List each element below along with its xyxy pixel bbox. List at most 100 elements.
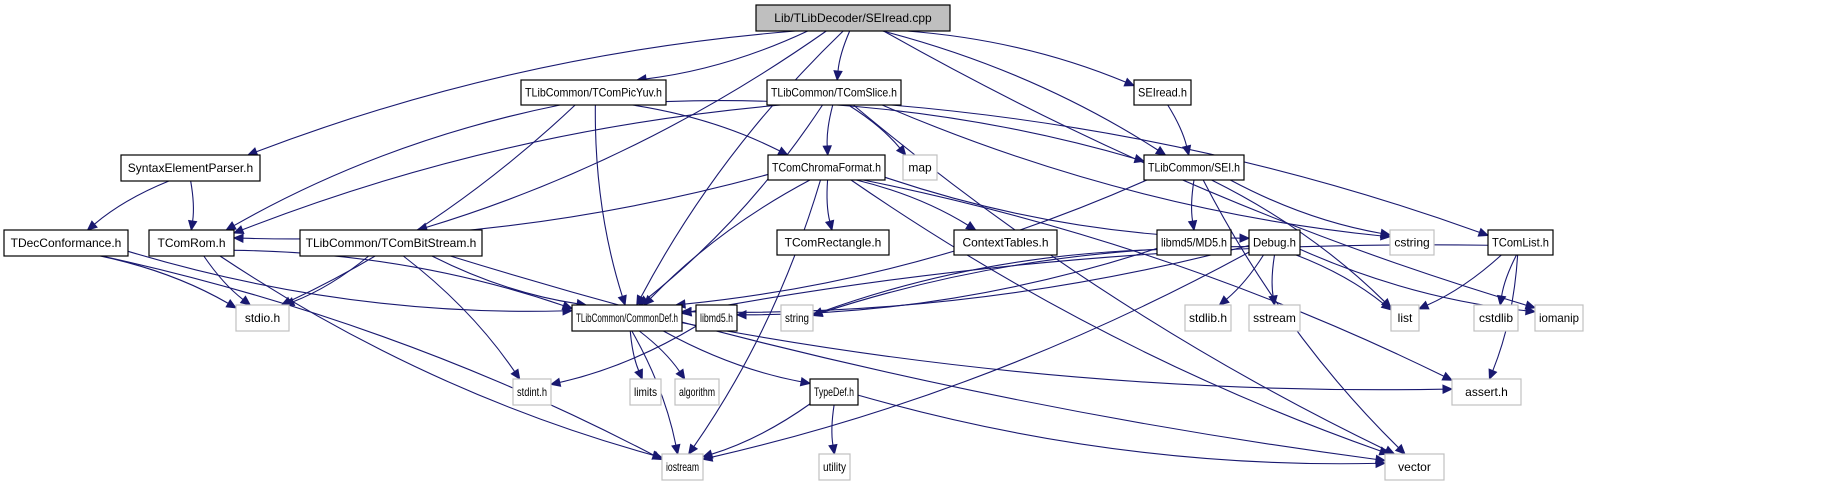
edge-picyuv-to-commondef (594, 104, 623, 297)
node-typedef[interactable]: TypeDef.h (809, 378, 859, 406)
arrowhead-icon (671, 443, 681, 456)
arrowhead-icon (1477, 227, 1490, 237)
edge-typedef-to-vector (857, 394, 1377, 465)
edge-root-to-commondef (640, 30, 844, 298)
node-seireadh[interactable]: SEIread.h (1133, 79, 1192, 106)
node-label: iomanip (1539, 311, 1579, 325)
edge-rom-to-commondef (233, 249, 564, 307)
arrowhead-icon (1181, 144, 1192, 157)
node-libmd5[interactable]: libmd5.h (695, 304, 738, 332)
node-rom[interactable]: TComRom.h (148, 229, 235, 257)
node-picyuv[interactable]: TLibCommon/TComPicYuv.h (520, 79, 667, 106)
node-box[interactable] (766, 79, 902, 106)
node-commondef[interactable]: TLibCommon/CommonDef.h (571, 304, 683, 332)
node-stdint: stdint.h (512, 378, 552, 406)
edge-sep-to-rom (190, 180, 194, 222)
node-label: SEIread.h (1138, 86, 1187, 100)
node-label: TComRom.h (157, 236, 225, 250)
edge-root-to-slice (837, 30, 851, 72)
arrowhead-icon (1496, 294, 1507, 307)
arrowhead-icon (1380, 300, 1392, 311)
edge-chroma-to-assert (863, 179, 1445, 377)
edge-root-to-seireadh (906, 30, 1126, 83)
arrowhead-icon (895, 144, 907, 156)
node-box[interactable] (1156, 229, 1232, 256)
arrowhead-icon (1239, 233, 1251, 243)
node-label: libmd5/MD5.h (1161, 236, 1227, 250)
arrowhead-icon (965, 220, 977, 231)
node-label: cstring (1394, 236, 1429, 250)
edge-commondef-to-assert (681, 322, 1444, 391)
node-box[interactable] (1133, 79, 1192, 106)
node-label: algorithm (679, 385, 715, 399)
node-box (1451, 378, 1522, 406)
node-label: stdlib.h (1189, 311, 1227, 325)
edge-rom-to-iostream (219, 255, 654, 456)
arrowhead-icon (561, 300, 574, 310)
arrowhead-icon (1154, 145, 1167, 156)
node-sei[interactable]: TLibCommon/SEI.h (1143, 154, 1245, 181)
node-box[interactable] (120, 154, 261, 182)
arrowhead-icon (1394, 443, 1406, 455)
node-box (674, 378, 720, 406)
arrowhead-icon (232, 233, 244, 243)
node-box[interactable] (1487, 229, 1554, 256)
node-box[interactable] (148, 229, 235, 257)
node-ctx[interactable]: ContextTables.h (953, 229, 1058, 256)
node-chroma[interactable]: TComChromaFormat.h (767, 154, 886, 181)
node-assert: assert.h (1451, 378, 1522, 406)
node-box[interactable] (520, 79, 667, 106)
arrowhead-icon (86, 220, 98, 231)
node-box[interactable] (299, 229, 483, 257)
node-box[interactable] (755, 4, 951, 32)
node-box (512, 378, 552, 406)
node-box[interactable] (571, 304, 683, 332)
node-label: SyntaxElementParser.h (128, 161, 253, 175)
node-box (780, 304, 814, 332)
node-box (1184, 304, 1232, 332)
node-root[interactable]: Lib/TLibDecoder/SEIread.cpp (755, 4, 951, 32)
node-box[interactable] (695, 304, 738, 332)
node-box (818, 453, 851, 481)
edge-sep-to-tdecconf (94, 180, 170, 225)
node-box[interactable] (3, 229, 129, 257)
node-box[interactable] (776, 229, 890, 256)
node-label: iostream (666, 460, 699, 474)
node-box (1384, 453, 1445, 481)
edge-picyuv-to-sei (665, 100, 1136, 160)
arrowhead-icon (822, 145, 832, 157)
node-label: TLibCommon/SEI.h (1148, 161, 1240, 175)
node-sep[interactable]: SyntaxElementParser.h (120, 154, 261, 182)
node-debug[interactable]: Debug.h (1248, 229, 1301, 256)
node-bitstream[interactable]: TLibCommon/TComBitStream.h (299, 229, 483, 257)
arrowhead-icon (283, 297, 296, 307)
arrowhead-icon (510, 368, 521, 381)
arrowhead-icon (225, 221, 237, 231)
edge-tdecconf-to-iostream (101, 255, 655, 456)
node-list: list (1390, 304, 1420, 332)
node-box[interactable] (953, 229, 1058, 256)
node-box (1390, 304, 1420, 332)
edge-chroma-to-rect (826, 179, 831, 222)
arrowhead-icon (1525, 305, 1537, 316)
arrowhead-icon (828, 443, 838, 456)
node-tdecconf[interactable]: TDecConformance.h (3, 229, 129, 257)
node-box[interactable] (1143, 154, 1245, 181)
node-label: list (1398, 311, 1413, 325)
node-box (661, 453, 704, 481)
edge-typedef-to-iostream (711, 403, 811, 455)
node-box[interactable] (809, 378, 859, 406)
node-label: utility (823, 460, 846, 474)
node-tcomlist[interactable]: TComList.h (1487, 229, 1554, 256)
node-box[interactable] (1248, 229, 1301, 256)
arrowhead-icon (651, 450, 664, 460)
node-slice[interactable]: TLibCommon/TComSlice.h (766, 79, 902, 106)
node-md5[interactable]: libmd5/MD5.h (1156, 229, 1232, 256)
node-box[interactable] (767, 154, 886, 181)
edge-picyuv-to-rom (233, 104, 561, 227)
arrowhead-icon (701, 449, 714, 459)
edge-root-to-picyuv (645, 30, 808, 80)
node-rect[interactable]: TComRectangle.h (776, 229, 890, 256)
node-utility: utility (818, 453, 851, 481)
